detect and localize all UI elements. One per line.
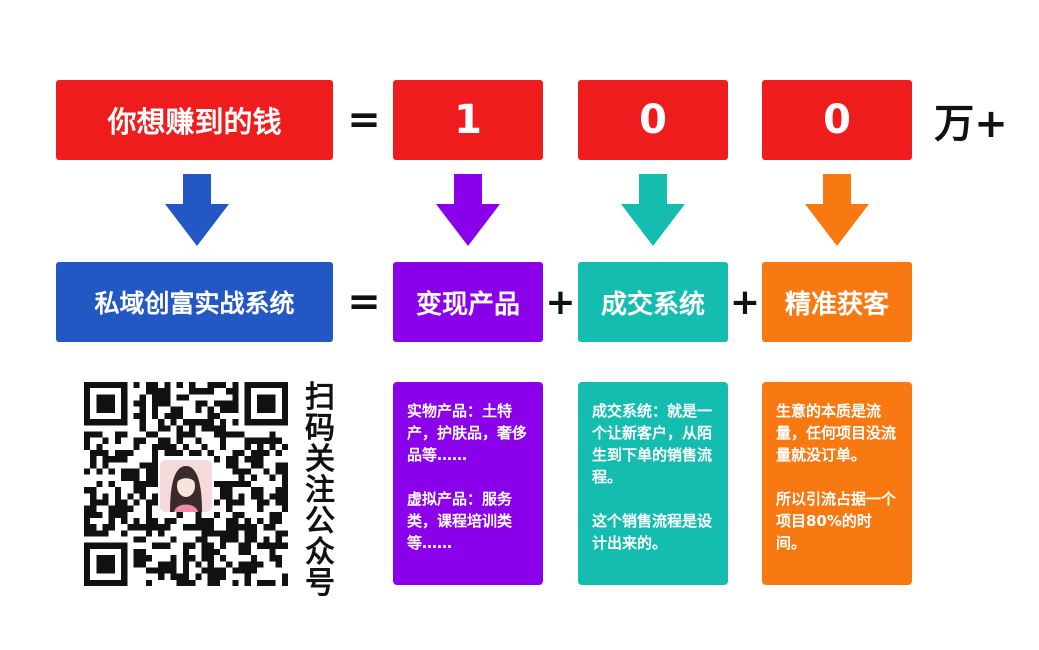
suffix-label: 万+ [934, 101, 1008, 147]
plus-sign-1: + [545, 281, 576, 323]
traffic-label: 精准获客 [784, 289, 889, 320]
digit-box-2: 0 [578, 80, 728, 160]
digit-1: 1 [454, 97, 482, 143]
digit-box-1: 1 [393, 80, 543, 160]
deal-card: 成交系统：就是一个让新客户，从陌生到下单的销售流程。 这个销售流程是设计出来的。 [578, 382, 728, 585]
traffic-card: 生意的本质是流量，任何项目没流量就没订单。 所以引流占据一个项目80%的时间。 [762, 382, 912, 585]
products-label: 变现产品 [415, 289, 520, 320]
products-box: 变现产品 [393, 262, 543, 342]
system-label: 私域创富实战系统 [94, 289, 295, 318]
traffic-card-text-1: 生意的本质是流量，任何项目没流量就没订单。 [776, 402, 897, 464]
equals-sign-row1: = [347, 97, 381, 143]
products-card: 实物产品：土特产，护肤品，奢侈品等…… 虚拟产品：服务类，课程培训类等…… [393, 382, 543, 585]
deal-card-text-2: 这个销售流程是设计出来的。 [592, 512, 713, 552]
equals-sign-row2: = [347, 279, 381, 325]
arrow-down-icon-orange [805, 174, 869, 246]
digit-2: 0 [639, 97, 667, 143]
traffic-card-text-2: 所以引流占据一个项目80%的时间。 [776, 490, 897, 552]
goal-label: 你想赚到的钱 [107, 105, 282, 139]
arrow-down-icon-purple [436, 174, 500, 246]
system-box: 私域创富实战系统 [56, 262, 333, 342]
digit-3: 0 [823, 97, 851, 143]
digit-box-3: 0 [762, 80, 912, 160]
traffic-box: 精准获客 [762, 262, 912, 342]
arrow-down-icon-blue [165, 174, 229, 246]
avatar [160, 460, 212, 512]
arrow-down-icon-teal [621, 174, 685, 246]
qr-code [84, 382, 288, 586]
goal-box: 你想赚到的钱 [56, 80, 333, 160]
products-card-text-2: 虚拟产品：服务类，课程培训类等…… [407, 490, 513, 552]
qr-caption: 扫码关注公众号 [305, 380, 335, 601]
plus-sign-2: + [729, 281, 761, 323]
products-card-text-1: 实物产品：土特产，护肤品，奢侈品等…… [407, 402, 528, 464]
deal-card-text-1: 成交系统：就是一个让新客户，从陌生到下单的销售流程。 [592, 402, 713, 486]
deal-box: 成交系统 [578, 262, 728, 342]
deal-label: 成交系统 [600, 289, 705, 320]
